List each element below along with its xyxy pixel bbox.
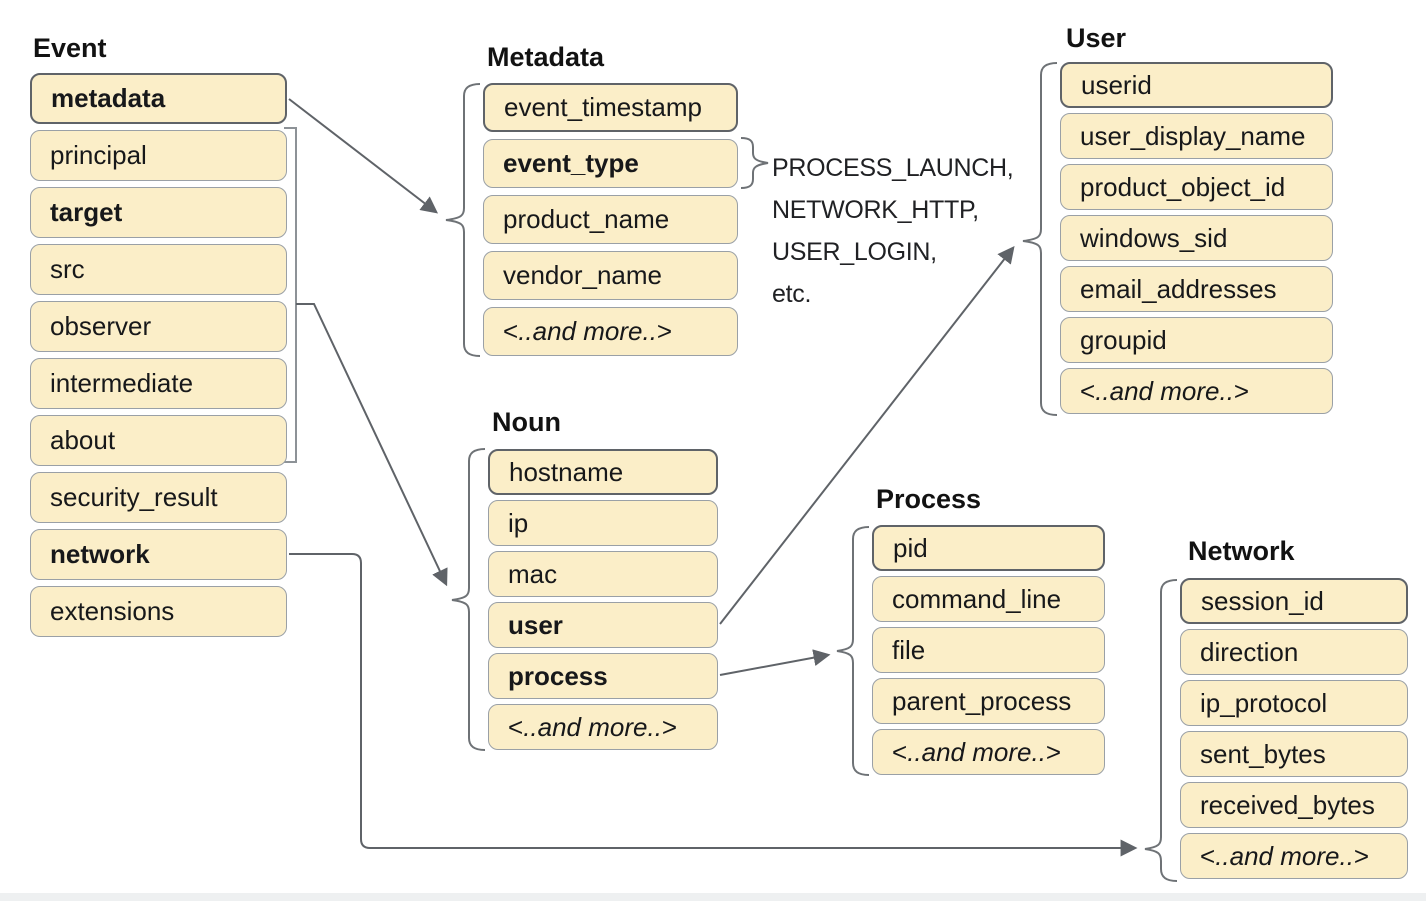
arrow-noun-process-to-process-group [719,649,831,676]
group-title-noun: Noun [492,407,561,437]
group-items-user: userid user_display_name product_object_id… [1060,62,1333,419]
field-box-sent-bytes: sent_bytes [1180,731,1408,777]
field-box-windows-sid: windows_sid [1060,215,1333,261]
field-box-groupid: groupid [1060,317,1333,363]
field-box-parent-process: parent_process [872,678,1105,724]
annotation-line: NETWORK_HTTP, [772,196,979,224]
event-type-values-annotation: PROCESS_LAUNCH, NETWORK_HTTP, USER_LOGIN,e… [772,147,1014,315]
group-title-metadata: Metadata [487,42,605,72]
field-box-and-more: < ..and more.. > [483,307,738,356]
field-box-userid: userid [1060,62,1333,108]
brace-network-group [1144,579,1178,882]
brace-process-group [836,526,870,776]
group-items-event: metadata principal target src observer interm… [30,73,287,643]
field-box-target: target [30,187,287,238]
field-box-vendor-name: vendor_name [483,251,738,300]
field-box-ip-protocol: ip_protocol [1180,680,1408,726]
field-box-received-bytes: received_bytes [1180,782,1408,828]
group-title-network: Network [1188,536,1295,566]
field-box-file: file [872,627,1105,673]
group-title-event: Event [33,33,107,63]
group-items-noun: hostname ip mac user process < ..and more.. > [488,449,718,755]
field-box-metadata: metadata [30,73,287,124]
field-box-pid: pid [872,525,1105,571]
field-box-hostname: hostname [488,449,718,495]
field-box-network: network [30,529,287,580]
field-box-principal: principal [30,130,287,181]
brace-event-type-values [740,137,769,189]
field-box-event-type: event_type [483,139,738,188]
field-box-product-name: product_name [483,195,738,244]
arrow-event-nouns-to-noun-group [296,303,448,587]
field-box-security-result: security_result [30,472,287,523]
field-box-user-display-name: user_display_name [1060,113,1333,159]
field-box-about: about [30,415,287,466]
field-box-and-more: < ..and more.. > [1060,368,1333,414]
arrow-metadata-to-metadata-group [288,98,439,214]
field-box-and-more: < ..and more.. > [872,729,1105,775]
field-box-event-timestamp: event_timestamp [483,83,738,132]
field-box-intermediate: intermediate [30,358,287,409]
field-box-mac: mac [488,551,718,597]
field-box-product-object-id: product_object_id [1060,164,1333,210]
bottom-edge-band [0,893,1426,901]
field-box-session-id: session_id [1180,578,1408,624]
field-box-email-addresses: email_addresses [1060,266,1333,312]
field-box-direction: direction [1180,629,1408,675]
field-box-user: user [488,602,718,648]
annotation-line: USER_LOGIN, [772,238,937,266]
brace-metadata-group [445,83,481,357]
field-box-and-more: < ..and more.. > [1180,833,1408,879]
field-box-command-line: command_line [872,576,1105,622]
brace-noun-group [451,448,486,751]
field-box-and-more: < ..and more.. > [488,704,718,750]
field-box-extensions: extensions [30,586,287,637]
field-box-src: src [30,244,287,295]
group-title-user: User [1066,23,1127,53]
group-title-process: Process [876,484,982,514]
field-box-ip: ip [488,500,718,546]
brace-user-group [1022,62,1058,416]
annotation-line: etc. [772,280,812,308]
field-box-observer: observer [30,301,287,352]
group-items-network: session_id direction ip_protocol sent_bytes… [1180,578,1408,884]
field-box-process: process [488,653,718,699]
annotation-line: PROCESS_LAUNCH, [772,154,1014,182]
